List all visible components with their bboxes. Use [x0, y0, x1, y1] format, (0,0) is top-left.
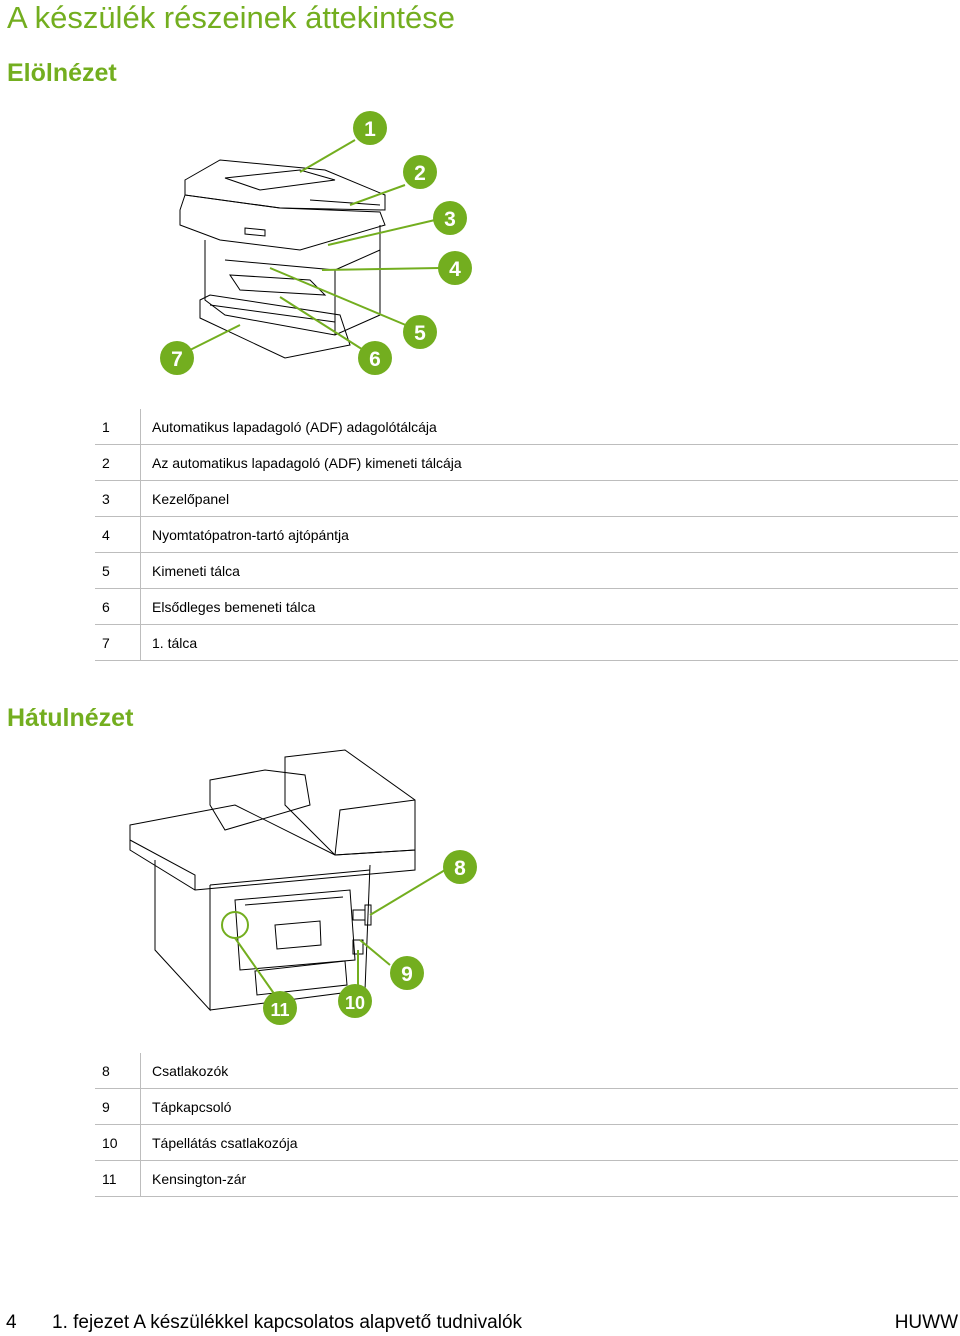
rear-view-illustration: 8 9 10 11	[129, 749, 477, 1025]
callout-6: 6	[369, 348, 381, 371]
page-number: 4	[6, 1312, 17, 1333]
callout-10: 10	[345, 993, 365, 1013]
callout-11: 11	[270, 1000, 289, 1020]
callout-9: 9	[401, 963, 413, 986]
callout-3: 3	[444, 208, 456, 231]
callout-7: 7	[171, 348, 183, 371]
chapter-title: 1. fejezet A készülékkel kapcsolatos ala…	[52, 1312, 523, 1333]
front-view-illustration: 1 2 3 4 5 6 7	[160, 111, 472, 375]
callout-4: 4	[449, 258, 461, 281]
callout-2: 2	[414, 162, 426, 185]
callout-5: 5	[414, 322, 426, 345]
page-title: A készülék részeinek áttekintése	[7, 0, 456, 35]
rear-view-heading: Hátulnézet	[7, 704, 134, 732]
footer-brand: HUWW	[894, 1312, 958, 1333]
page-footer: 4 1. fejezet A készülékkel kapcsolatos a…	[0, 1310, 960, 1336]
front-view-heading: Elölnézet	[7, 59, 117, 87]
callout-8: 8	[454, 857, 466, 880]
callout-1: 1	[364, 118, 376, 141]
